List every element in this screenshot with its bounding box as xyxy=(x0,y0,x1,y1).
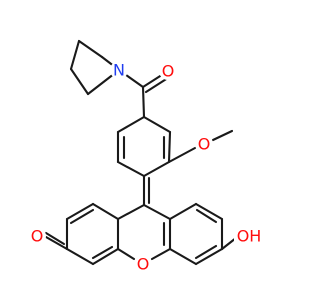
right-ring-bond-5 xyxy=(168,247,198,266)
atom-N1: N xyxy=(110,61,128,80)
right-ring-bond-2 xyxy=(194,202,224,221)
ketone-bond-b xyxy=(44,231,66,246)
atom-label-layer: N O O O O OH xyxy=(28,61,264,274)
right-ring-bond-4 xyxy=(194,247,224,266)
benzene-bond-3 xyxy=(116,160,146,178)
center-right-bond xyxy=(142,203,172,221)
right-ring-bond-1 xyxy=(168,202,198,221)
left-ring-double-1 xyxy=(69,208,95,225)
ketone-bond-a xyxy=(44,235,69,251)
atom-O-ketone: O xyxy=(28,227,46,246)
left-ring-bond-1 xyxy=(91,202,120,221)
pyrrolidine-bond-2 xyxy=(77,39,104,59)
atom-label-O-methoxy: O xyxy=(198,135,211,154)
methoxy-o-bond xyxy=(167,146,197,164)
right-ring-double-2 xyxy=(194,244,218,260)
methyl-bond xyxy=(211,129,234,142)
pyrrolidine-bond-4 xyxy=(69,67,90,96)
benzene-bond-4 xyxy=(142,160,171,178)
benzene-bond-5 xyxy=(167,130,172,164)
left-ring-double-2 xyxy=(91,245,114,260)
atom-label-OH: OH xyxy=(237,227,262,246)
left-ring-bond-4 xyxy=(65,247,95,266)
atom-OH: OH xyxy=(234,227,264,246)
ring-o-left-bond xyxy=(116,247,136,261)
ring-o-right-bond xyxy=(150,247,172,261)
benzene-bond-6 xyxy=(142,115,172,134)
atom-O-ring: O xyxy=(134,255,152,274)
atom-O-carbonyl: O xyxy=(159,62,177,81)
atom-label-O-ketone: O xyxy=(31,227,44,246)
atom-label-O-ring: O xyxy=(137,255,150,274)
left-ring-bond-2 xyxy=(65,202,95,221)
hydroxyl-bond xyxy=(220,236,238,251)
pyrrolidine-bond-3 xyxy=(69,39,81,71)
atom-label-O-carbonyl: O xyxy=(162,62,175,81)
center-left-bond xyxy=(116,203,146,221)
atom-O-methoxy: O xyxy=(195,135,213,154)
right-ring-double-1 xyxy=(195,208,218,224)
aryl-carbonyl-bond xyxy=(141,85,146,119)
left-ring-bond-5 xyxy=(91,247,120,266)
atom-label-N1: N xyxy=(113,61,125,80)
structure-diagram: N O O O O OH xyxy=(28,39,264,274)
benzene-bond-1 xyxy=(116,115,146,134)
